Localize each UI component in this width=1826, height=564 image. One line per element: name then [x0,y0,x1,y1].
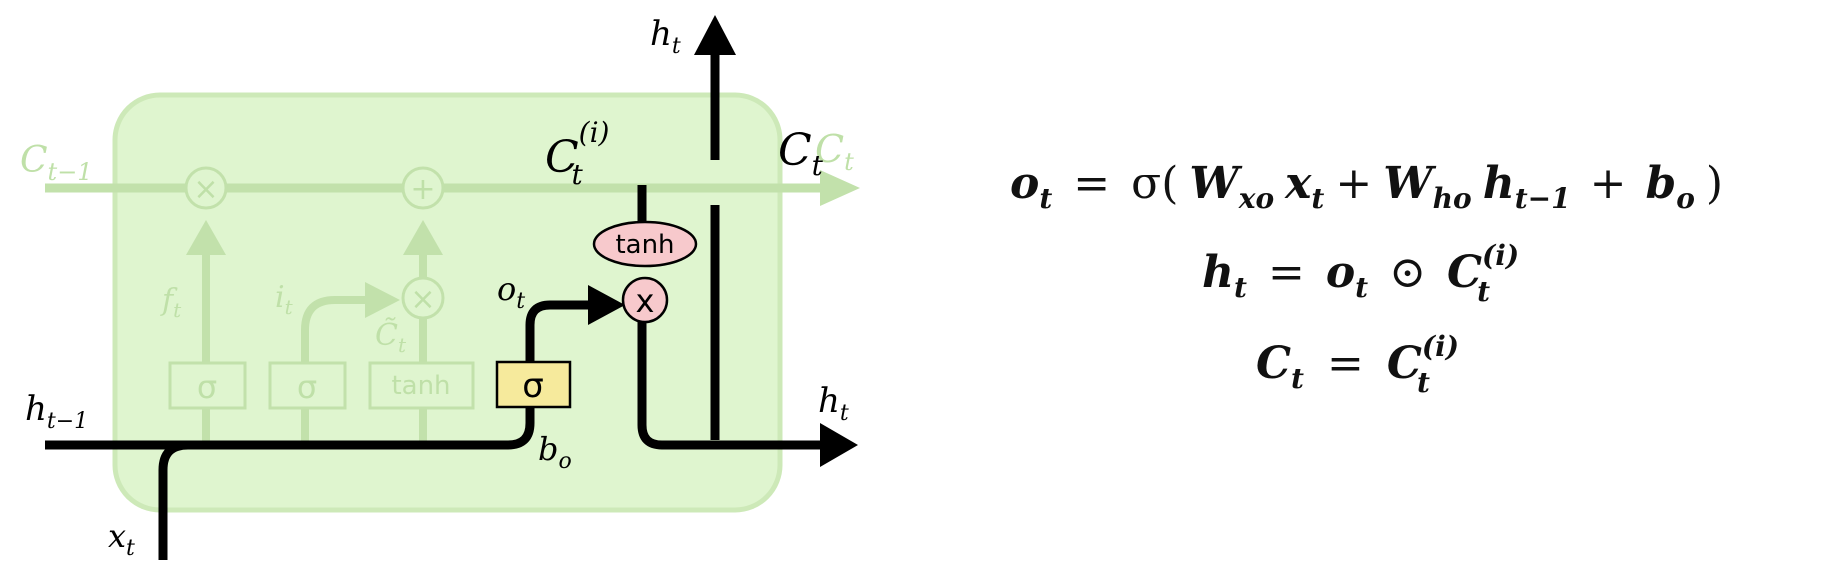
faded-add-symbol: + [410,172,435,207]
arrow-right-h [820,423,858,467]
equation-3-text: Ct = C(i)t [1256,330,1459,399]
faded-arrow-up-i [403,220,443,255]
arrow-right-o [588,285,625,325]
faded-arrow-right-i [365,282,400,318]
equation-3: Ct = C(i)t [1256,330,1459,399]
label-h-top: ht [650,14,681,59]
output-tanh-op: tanh [592,220,698,268]
faded-sigma-gate-2: σ [268,361,347,410]
equation-1: ot = σ( Wxo xt + Who ht−1 + bo ) [1010,158,1723,218]
label-c-inner: C(i)t [545,116,609,191]
label-x-in: xt [108,517,135,561]
faded-tanh-gate: tanh [368,361,475,410]
label-o-gate: ot [497,270,525,314]
faded-tanh-label: tanh [391,371,450,401]
faded-arrow-up-f [186,220,226,255]
label-b-o: bo [538,430,572,474]
faded-multiply-op-1: × [184,166,228,210]
faded-sigma-label-2: σ [297,368,317,406]
label-h-right: ht [818,381,849,426]
label-c-out: Ct [778,125,824,182]
faded-sigma-gate-1: σ [168,361,247,410]
arrow-up-h [694,15,736,55]
equation-2: ht = ot ⊙ C(i)t [1202,239,1519,308]
equation-2-text: ht = ot ⊙ C(i)t [1202,239,1519,308]
label-i-gate: it [275,280,294,319]
label-c-tilde: C̃t [375,318,407,357]
faded-multiply-op-2: × [401,276,445,320]
faded-add-op: + [401,166,445,210]
output-tanh-label: tanh [615,230,674,260]
label-c-out-faded: Ct [815,127,854,176]
label-h-prev: ht−1 [25,389,88,434]
output-multiply-op: x [621,276,669,324]
equation-1-text: ot = σ( Wxo xt + Who ht−1 + bo ) [1010,158,1723,218]
faded-sigma-label-1: σ [197,368,217,406]
label-c-prev: Ct−1 [20,140,93,186]
faded-multiply-symbol-1: × [193,172,218,207]
faded-multiply-symbol-2: × [410,282,435,317]
output-multiply-symbol: x [636,282,655,320]
output-sigma-gate: σ [495,360,572,409]
output-sigma-label: σ [522,366,544,406]
